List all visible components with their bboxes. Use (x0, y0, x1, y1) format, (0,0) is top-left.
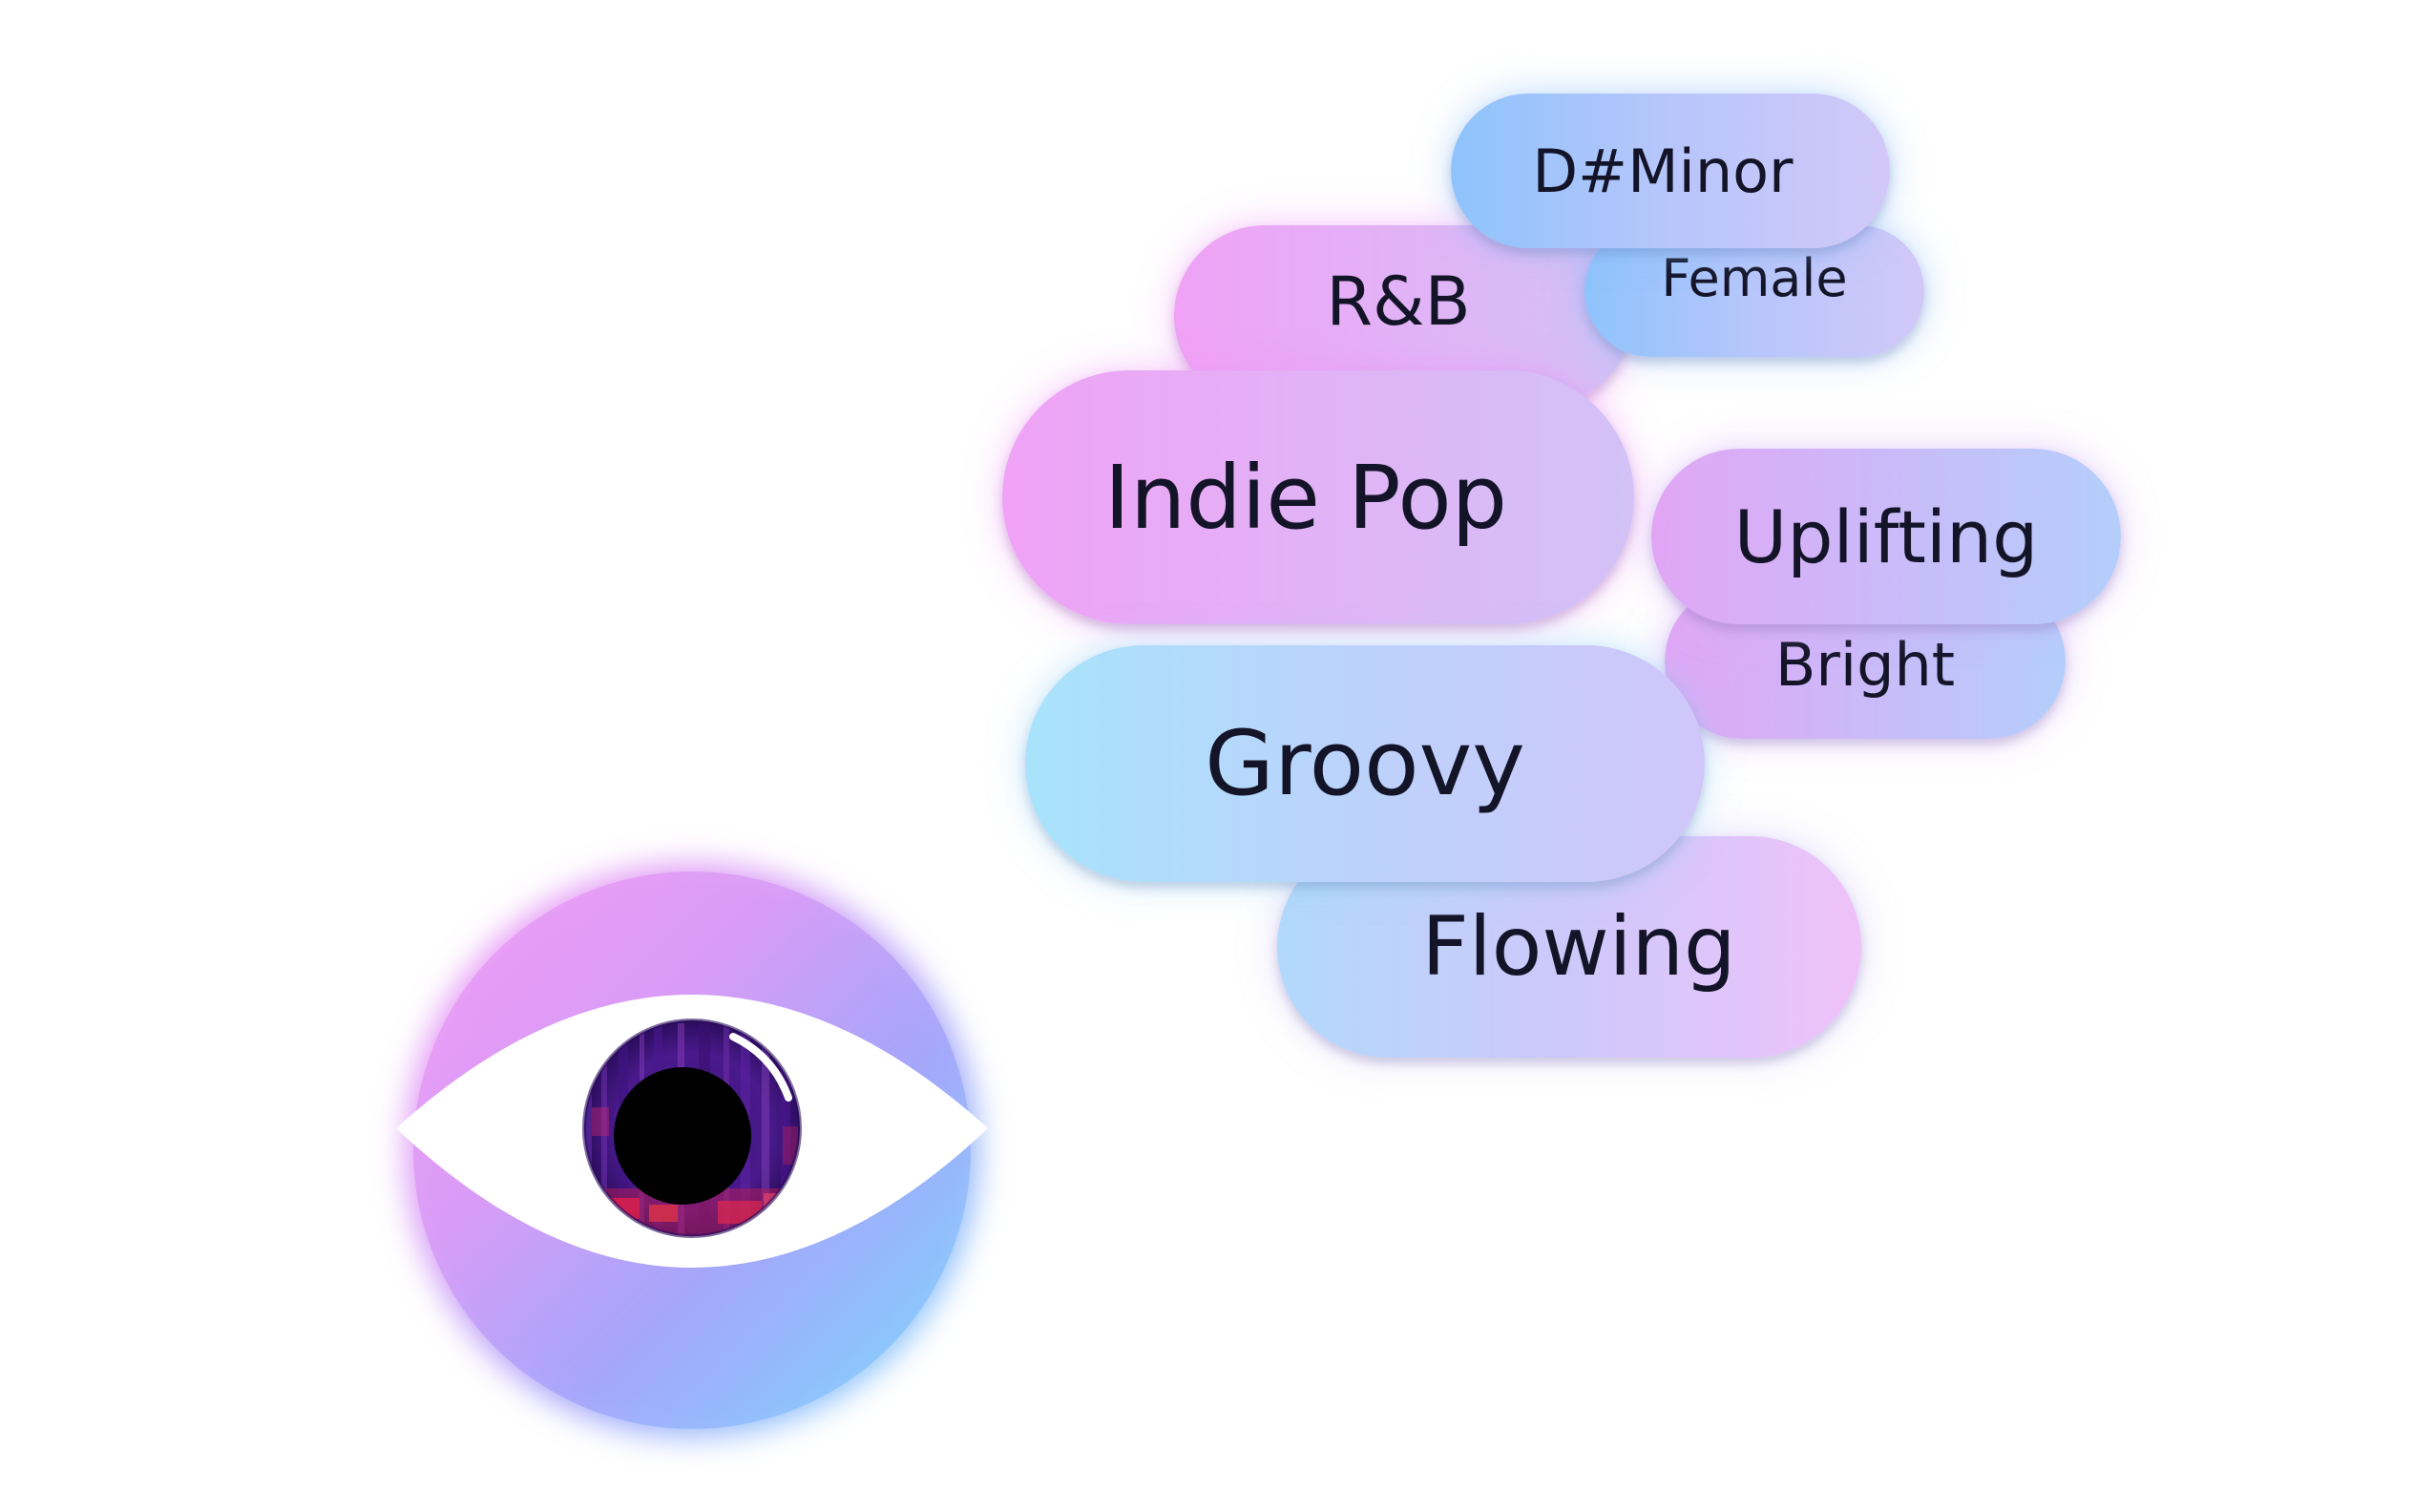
eye-icon (363, 821, 1031, 1489)
tag-feel: Groovy (1025, 645, 1705, 882)
tag-mood-primary: Uplifting (1651, 449, 2121, 624)
tag-genre-primary: Indie Pop (1002, 370, 1634, 624)
tag-key: D#Minor (1451, 94, 1890, 248)
